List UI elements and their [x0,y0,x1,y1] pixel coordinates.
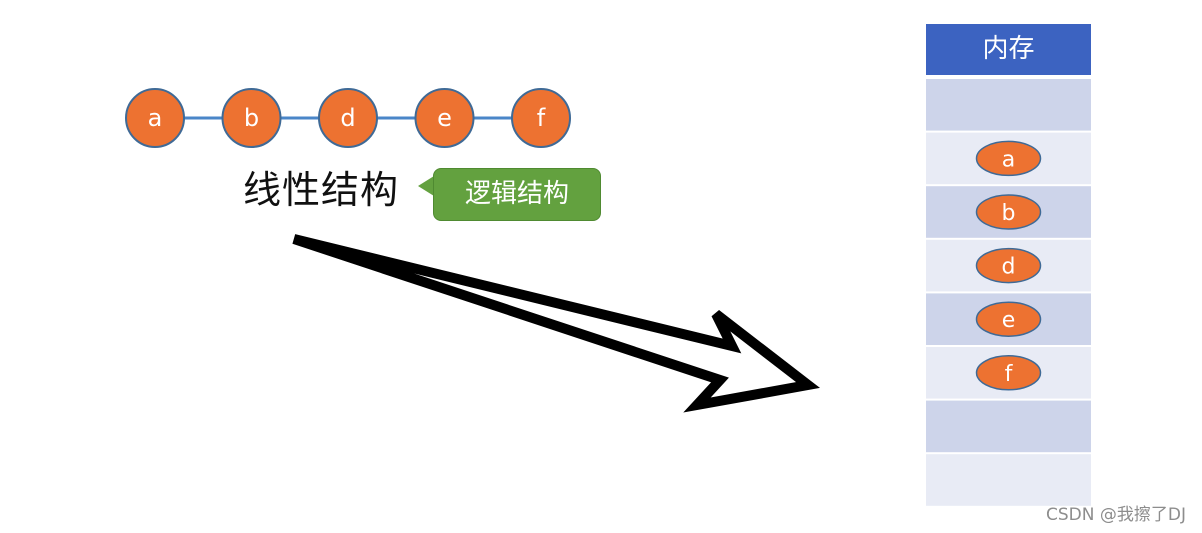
chain-node-label: b [244,104,259,132]
memory-cells: a b d e f [926,79,1091,506]
chain-node-f [511,88,571,148]
memory-node-b [975,194,1042,230]
chain-node-label: f [537,104,546,132]
mapping-arrow [292,234,820,413]
callout-pointer [418,176,434,196]
memory-cell [926,400,1091,453]
logical-structure-callout: 逻辑结构 [433,168,601,221]
chain-node-label: d [340,104,355,132]
memory-node-label: a [1002,147,1015,172]
chain-node-label: e [437,104,452,132]
memory-node-label: f [1005,362,1014,387]
chain-node-a [125,88,185,148]
memory-node-e [975,301,1042,337]
memory-node-label: e [1002,308,1016,333]
memory-cell [926,454,1091,506]
memory-header: 内存 [926,24,1091,75]
mapping-arrow-shape [292,234,820,413]
memory-node-f [975,355,1042,391]
memory-node-d [975,247,1042,284]
chain-node-label: a [148,104,163,132]
chain-node-b [221,88,282,148]
csdn-watermark: CSDN @我擦了DJ [1046,505,1186,525]
chain-node-d [318,88,378,148]
memory-node-a [975,140,1042,177]
linear-structure-label: 线性结构 [243,168,400,212]
chain-node-e [414,88,475,148]
memory-cell [926,79,1091,131]
memory-node-label: d [1002,255,1016,280]
memory-node-label: b [1002,201,1016,226]
